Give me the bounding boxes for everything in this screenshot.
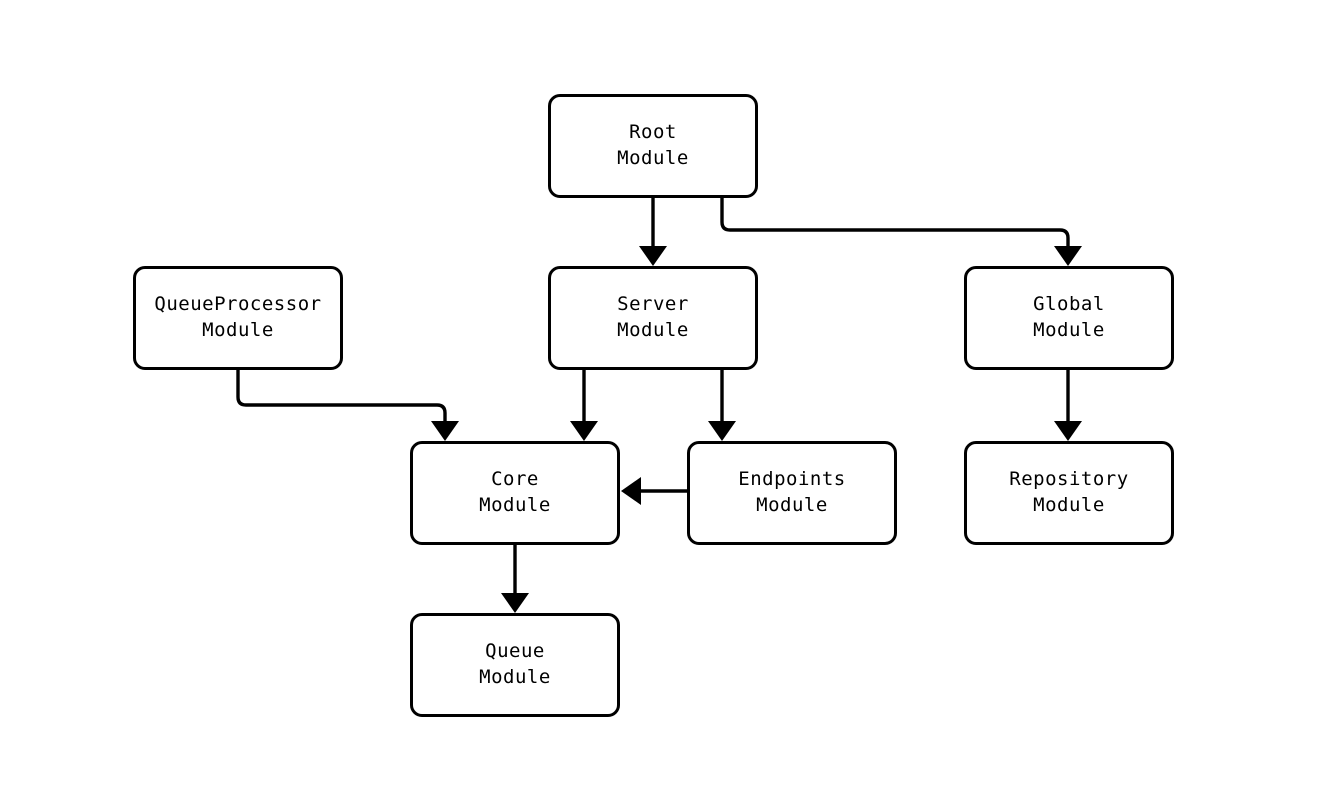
node-endpoints[interactable]: Endpoints Module <box>687 441 897 545</box>
node-repository-label-line1: Repository <box>1009 468 1129 491</box>
node-root-label-line2: Module <box>617 147 689 169</box>
node-endpoints-label-line2: Module <box>756 494 828 516</box>
node-queueprocessor-label-line2: Module <box>202 319 274 341</box>
node-root[interactable]: Root Module <box>548 94 758 198</box>
node-queue-label-line1: Queue <box>485 640 545 663</box>
node-global-label-line2: Module <box>1033 319 1105 341</box>
node-queue[interactable]: Queue Module <box>410 613 620 717</box>
node-repository[interactable]: Repository Module <box>964 441 1174 545</box>
arrowhead-root-to-global <box>1054 246 1082 266</box>
node-server-label-line1: Server <box>617 293 689 316</box>
node-repository-label-line2: Module <box>1033 494 1105 516</box>
edge-root-to-global <box>720 198 1070 252</box>
node-root-label-line1: Root <box>629 121 677 144</box>
node-global[interactable]: Global Module <box>964 266 1174 370</box>
arrowhead-server-to-core <box>570 421 598 441</box>
node-global-label-line1: Global <box>1033 293 1105 316</box>
node-server-label-line2: Module <box>617 319 689 341</box>
arrowhead-queueprocessor-to-core <box>431 421 459 441</box>
node-endpoints-label-line1: Endpoints <box>738 468 846 491</box>
node-server[interactable]: Server Module <box>548 266 758 370</box>
node-core[interactable]: Core Module <box>410 441 620 545</box>
arrowhead-server-to-endpoints <box>708 421 736 441</box>
node-queueprocessor-label-line1: QueueProcessor <box>154 293 322 316</box>
node-queue-label-line2: Module <box>479 666 551 688</box>
arrowhead-endpoints-to-core <box>621 477 641 505</box>
arrowhead-root-to-server <box>639 246 667 266</box>
edge-queueprocessor-to-core <box>236 370 447 427</box>
arrowhead-global-to-repository <box>1054 421 1082 441</box>
node-core-label-line2: Module <box>479 494 551 516</box>
arrowhead-core-to-queue <box>501 593 529 613</box>
node-queueprocessor[interactable]: QueueProcessor Module <box>133 266 343 370</box>
node-core-label-line1: Core <box>491 468 539 491</box>
